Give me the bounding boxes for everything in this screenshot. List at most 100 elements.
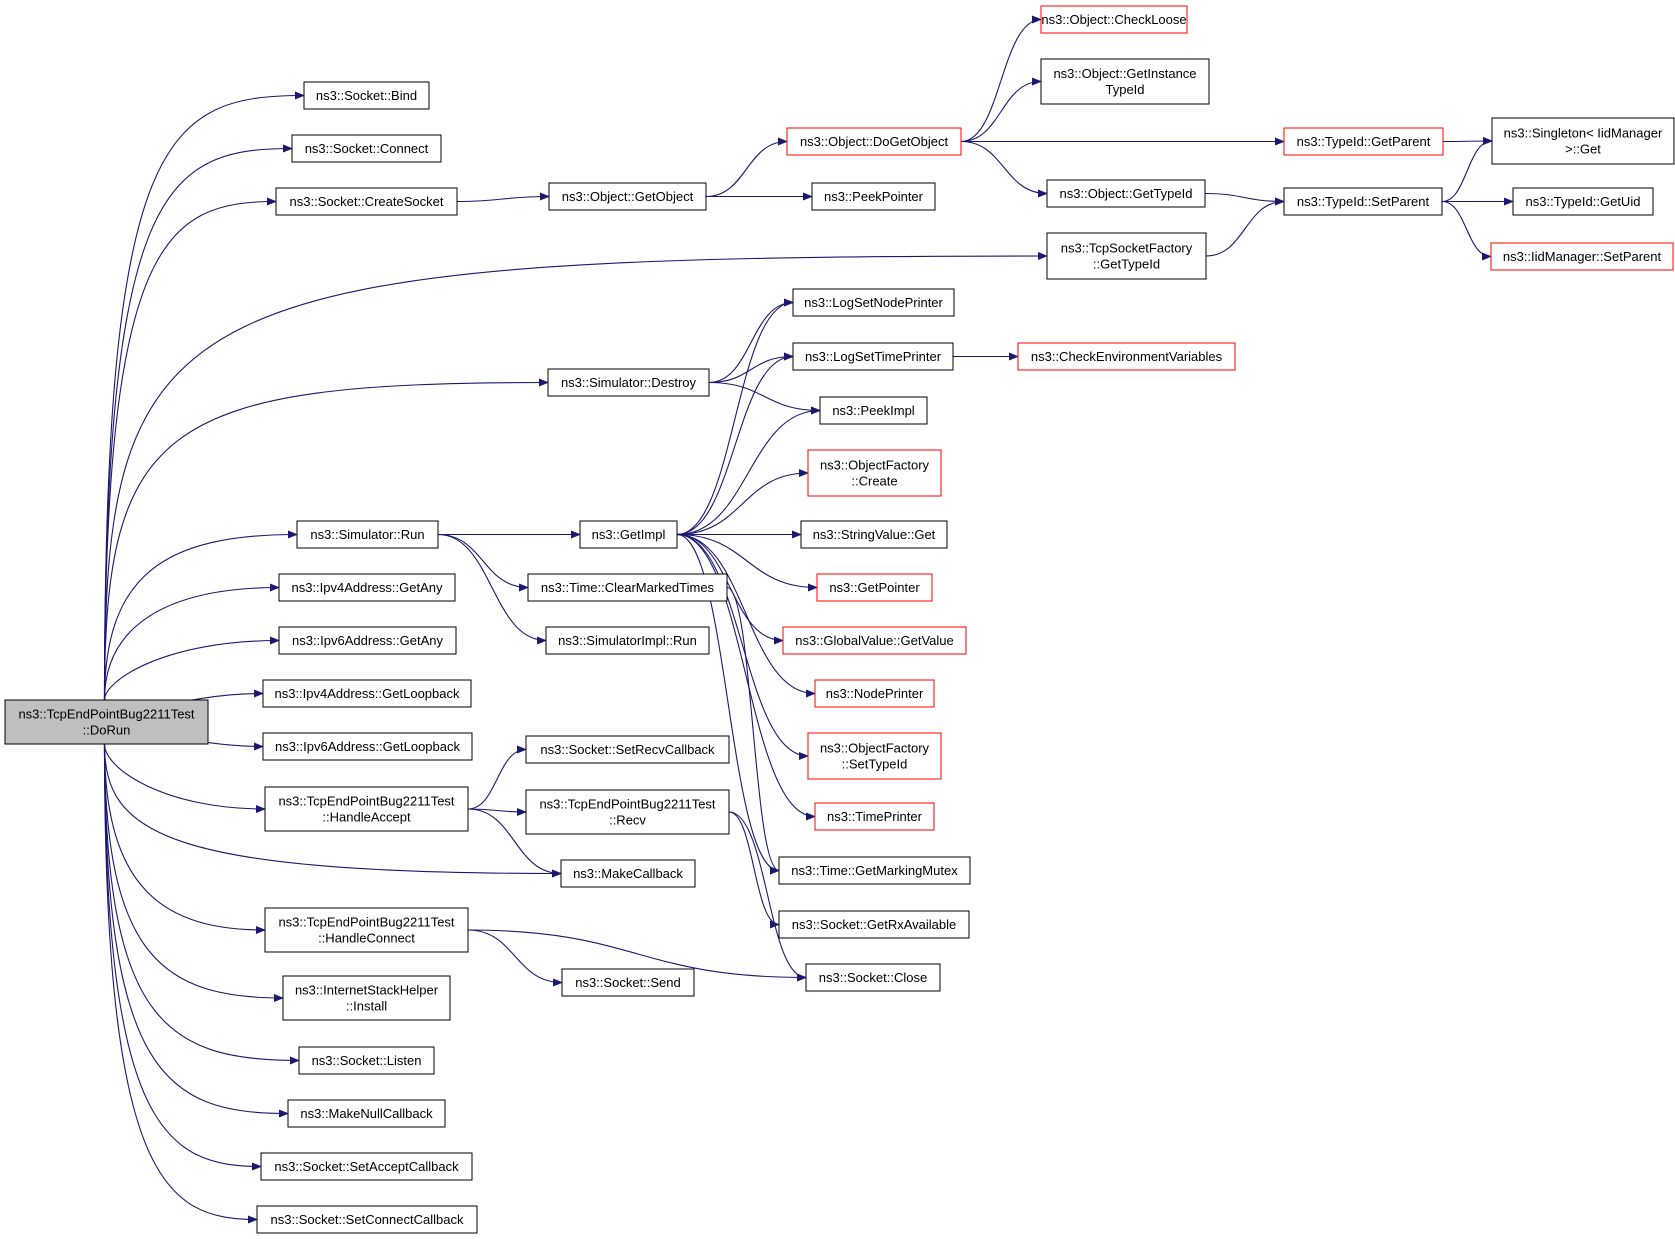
node-label: ns3::InternetStackHelper — [295, 983, 439, 998]
node-timeprinter[interactable]: ns3::TimePrinter — [814, 802, 935, 831]
node-peekimpl[interactable]: ns3::PeekImpl — [819, 396, 928, 425]
edge-dogetobject-to-object_gettypeid — [960, 140, 1048, 198]
edge-getimpl-to-objectfactory_settypeid — [676, 533, 809, 760]
node-globalvalue-getvalue[interactable]: ns3::GlobalValue::GetValue — [782, 626, 967, 655]
node-label: ns3::NodePrinter — [826, 686, 924, 701]
node-handleaccept[interactable]: ns3::TcpEndPointBug2211Test::HandleAccep… — [264, 786, 469, 832]
node-box — [275, 187, 458, 216]
node-object-gettypeid[interactable]: ns3::Object::GetTypeId — [1046, 179, 1206, 208]
node-singleton-get[interactable]: ns3::Singleton< IidManager >::Get — [1491, 117, 1675, 165]
node-socket-listen[interactable]: ns3::Socket::Listen — [298, 1046, 435, 1075]
node-typeid-getuid[interactable]: ns3::TypeId::GetUid — [1512, 187, 1654, 216]
node-socket-send[interactable]: ns3::Socket::Send — [561, 968, 695, 997]
node-objectfactory-settypeid[interactable]: ns3::ObjectFactory::SetTypeId — [807, 732, 942, 780]
edge-dorun-to-connect — [103, 144, 293, 701]
edge-simulator_destroy-to-logsettimeprinter — [708, 352, 794, 384]
node-box — [560, 859, 696, 888]
node-typeid-getparent[interactable]: ns3::TypeId::GetParent — [1283, 127, 1444, 156]
node-nodeprinter[interactable]: ns3::NodePrinter — [814, 679, 935, 708]
node-label: ns3::TypeId::GetParent — [1297, 134, 1431, 149]
edge-dorun-to-bind — [103, 91, 305, 701]
node-box — [811, 182, 936, 211]
node-ipv6-getany[interactable]: ns3::Ipv6Address::GetAny — [278, 626, 457, 655]
node-box — [786, 127, 962, 156]
node-label: TypeId — [1105, 82, 1144, 97]
node-label: ns3::IidManager::SetParent — [1503, 249, 1662, 264]
node-setconnectcallback[interactable]: ns3::Socket::SetConnectCallback — [256, 1205, 478, 1234]
node-checkenvvars[interactable]: ns3::CheckEnvironmentVariables — [1017, 342, 1236, 371]
node-label: ns3::Ipv6Address::GetAny — [292, 633, 444, 648]
node-label: ns3::Object::GetTypeId — [1060, 186, 1193, 201]
edge-dorun-to-socket_listen — [103, 743, 300, 1065]
node-label: ns3::Socket::CreateSocket — [290, 194, 444, 209]
node-ipv6-getloopback[interactable]: ns3::Ipv6Address::GetLoopback — [262, 732, 473, 761]
node-box — [1040, 58, 1210, 105]
node-label: >::Get — [1565, 142, 1601, 157]
node-checkloose[interactable]: ns3::Object::CheckLoose — [1040, 5, 1188, 34]
call-edges — [103, 15, 1514, 1224]
node-simulator-destroy[interactable]: ns3::Simulator::Destroy — [547, 368, 710, 397]
node-box — [792, 342, 954, 371]
node-makecallback[interactable]: ns3::MakeCallback — [560, 859, 696, 888]
node-logsetnodeprinter[interactable]: ns3::LogSetNodePrinter — [792, 288, 955, 317]
node-label: ns3::Socket::Bind — [316, 88, 417, 103]
node-objectfactory-create[interactable]: ns3::ObjectFactory::Create — [807, 449, 942, 497]
node-box — [527, 573, 728, 602]
node-bind[interactable]: ns3::Socket::Bind — [303, 81, 430, 110]
edge-clearmarkedtimes-to-time_getmarkingmutex — [726, 586, 780, 875]
node-typeid-setparent[interactable]: ns3::TypeId::SetParent — [1283, 187, 1443, 216]
node-peekpointer[interactable]: ns3::PeekPointer — [811, 182, 936, 211]
node-getrxavailable[interactable]: ns3::Socket::GetRxAvailable — [778, 910, 970, 939]
node-box — [303, 81, 430, 110]
node-iidmanager-setparent[interactable]: ns3::IidManager::SetParent — [1490, 242, 1674, 271]
node-simulator-run[interactable]: ns3::Simulator::Run — [296, 520, 439, 549]
node-dogetobject[interactable]: ns3::Object::DoGetObject — [786, 127, 962, 156]
node-box — [264, 786, 469, 832]
node-tcpsocketfactory-gettypeid[interactable]: ns3::TcpSocketFactory::GetTypeId — [1046, 232, 1207, 280]
node-box — [548, 182, 707, 211]
node-internetstackhelper-install[interactable]: ns3::InternetStackHelper::Install — [282, 975, 451, 1021]
node-createsocket[interactable]: ns3::Socket::CreateSocket — [275, 187, 458, 216]
node-box — [262, 679, 472, 708]
edge-dorun-to-simulator_destroy — [103, 378, 549, 701]
node-ipv4-getloopback[interactable]: ns3::Ipv4Address::GetLoopback — [262, 679, 472, 708]
edge-simulator_destroy-to-logsetnodeprinter — [708, 298, 794, 384]
node-stringvalue-get[interactable]: ns3::StringValue::Get — [800, 520, 948, 549]
node-box — [278, 626, 457, 655]
edge-simulator_destroy-to-peekimpl — [708, 381, 821, 415]
node-label: ns3::Socket::Close — [819, 970, 927, 985]
node-label: ns3::SimulatorImpl::Run — [558, 633, 697, 648]
node-box — [814, 679, 935, 708]
edge-dorun-to-handleaccept — [103, 743, 266, 813]
node-setacceptcallback[interactable]: ns3::Socket::SetAcceptCallback — [260, 1152, 473, 1181]
node-box — [814, 802, 935, 831]
edge-dogetobject-to-checkloose — [960, 15, 1042, 143]
node-label: ns3::GetImpl — [592, 527, 666, 542]
node-dorun[interactable]: ns3::TcpEndPointBug2211Test::DoRun — [4, 699, 209, 745]
edge-handleaccept-to-makecallback — [467, 808, 562, 878]
node-getimpl[interactable]: ns3::GetImpl — [579, 520, 678, 549]
node-handleconnect[interactable]: ns3::TcpEndPointBug2211Test::HandleConne… — [264, 907, 469, 953]
node-connect[interactable]: ns3::Socket::Connect — [291, 134, 442, 163]
node-logsettimeprinter[interactable]: ns3::LogSetTimePrinter — [792, 342, 954, 371]
edge-handleconnect-to-socket_close — [467, 929, 807, 982]
node-getpointer[interactable]: ns3::GetPointer — [816, 573, 933, 602]
node-setrecvcallback[interactable]: ns3::Socket::SetRecvCallback — [525, 735, 730, 764]
edge-dorun-to-makecallback — [103, 743, 562, 878]
node-label: ns3::Simulator::Destroy — [561, 375, 697, 390]
node-recv[interactable]: ns3::TcpEndPointBug2211Test::Recv — [525, 789, 730, 835]
node-label: ns3::PeekPointer — [824, 189, 924, 204]
node-box — [800, 520, 948, 549]
node-box — [525, 735, 730, 764]
edge-getimpl-to-logsetnodeprinter — [676, 298, 794, 536]
node-box — [782, 626, 967, 655]
node-makenullcallback[interactable]: ns3::MakeNullCallback — [287, 1099, 446, 1128]
node-ipv4-getany[interactable]: ns3::Ipv4Address::GetAny — [278, 573, 456, 602]
node-clearmarkedtimes[interactable]: ns3::Time::ClearMarkedTimes — [527, 573, 728, 602]
node-time-getmarkingmutex[interactable]: ns3::Time::GetMarkingMutex — [778, 856, 971, 885]
node-getobject[interactable]: ns3::Object::GetObject — [548, 182, 707, 211]
node-simulatorimpl-run[interactable]: ns3::SimulatorImpl::Run — [545, 626, 710, 655]
node-socket-close[interactable]: ns3::Socket::Close — [805, 963, 941, 992]
edge-object_gettypeid-to-typeid_setparent — [1204, 192, 1285, 206]
